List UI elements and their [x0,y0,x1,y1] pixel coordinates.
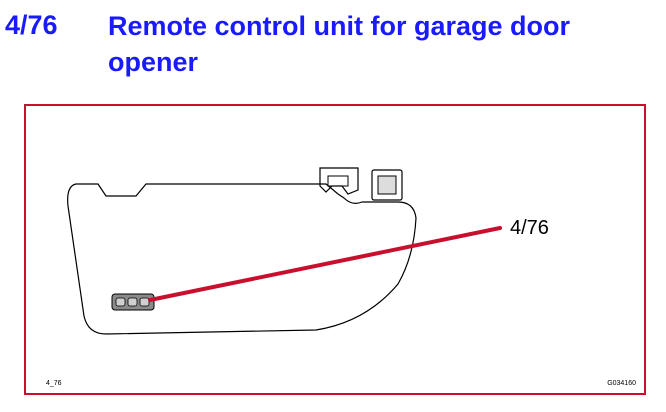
sun-visor-illustration [67,167,502,335]
figure-frame: 4/76 4_76 G034160 [24,104,646,395]
visor-pivot-inner [377,175,397,195]
section-title: Remote control unit for garage door open… [108,11,571,77]
visor-outline [67,183,417,335]
visor-clip [319,167,359,195]
callout-line [148,226,502,302]
garage-remote-buttons [111,293,155,311]
callout-label: 4/76 [510,217,549,239]
figure-code: G034160 [607,380,636,387]
visor-clip-inner [327,175,349,187]
visor-pivot [371,169,403,201]
section-number: 4/76 [5,10,58,40]
figure-reference: 4_76 [46,380,62,387]
